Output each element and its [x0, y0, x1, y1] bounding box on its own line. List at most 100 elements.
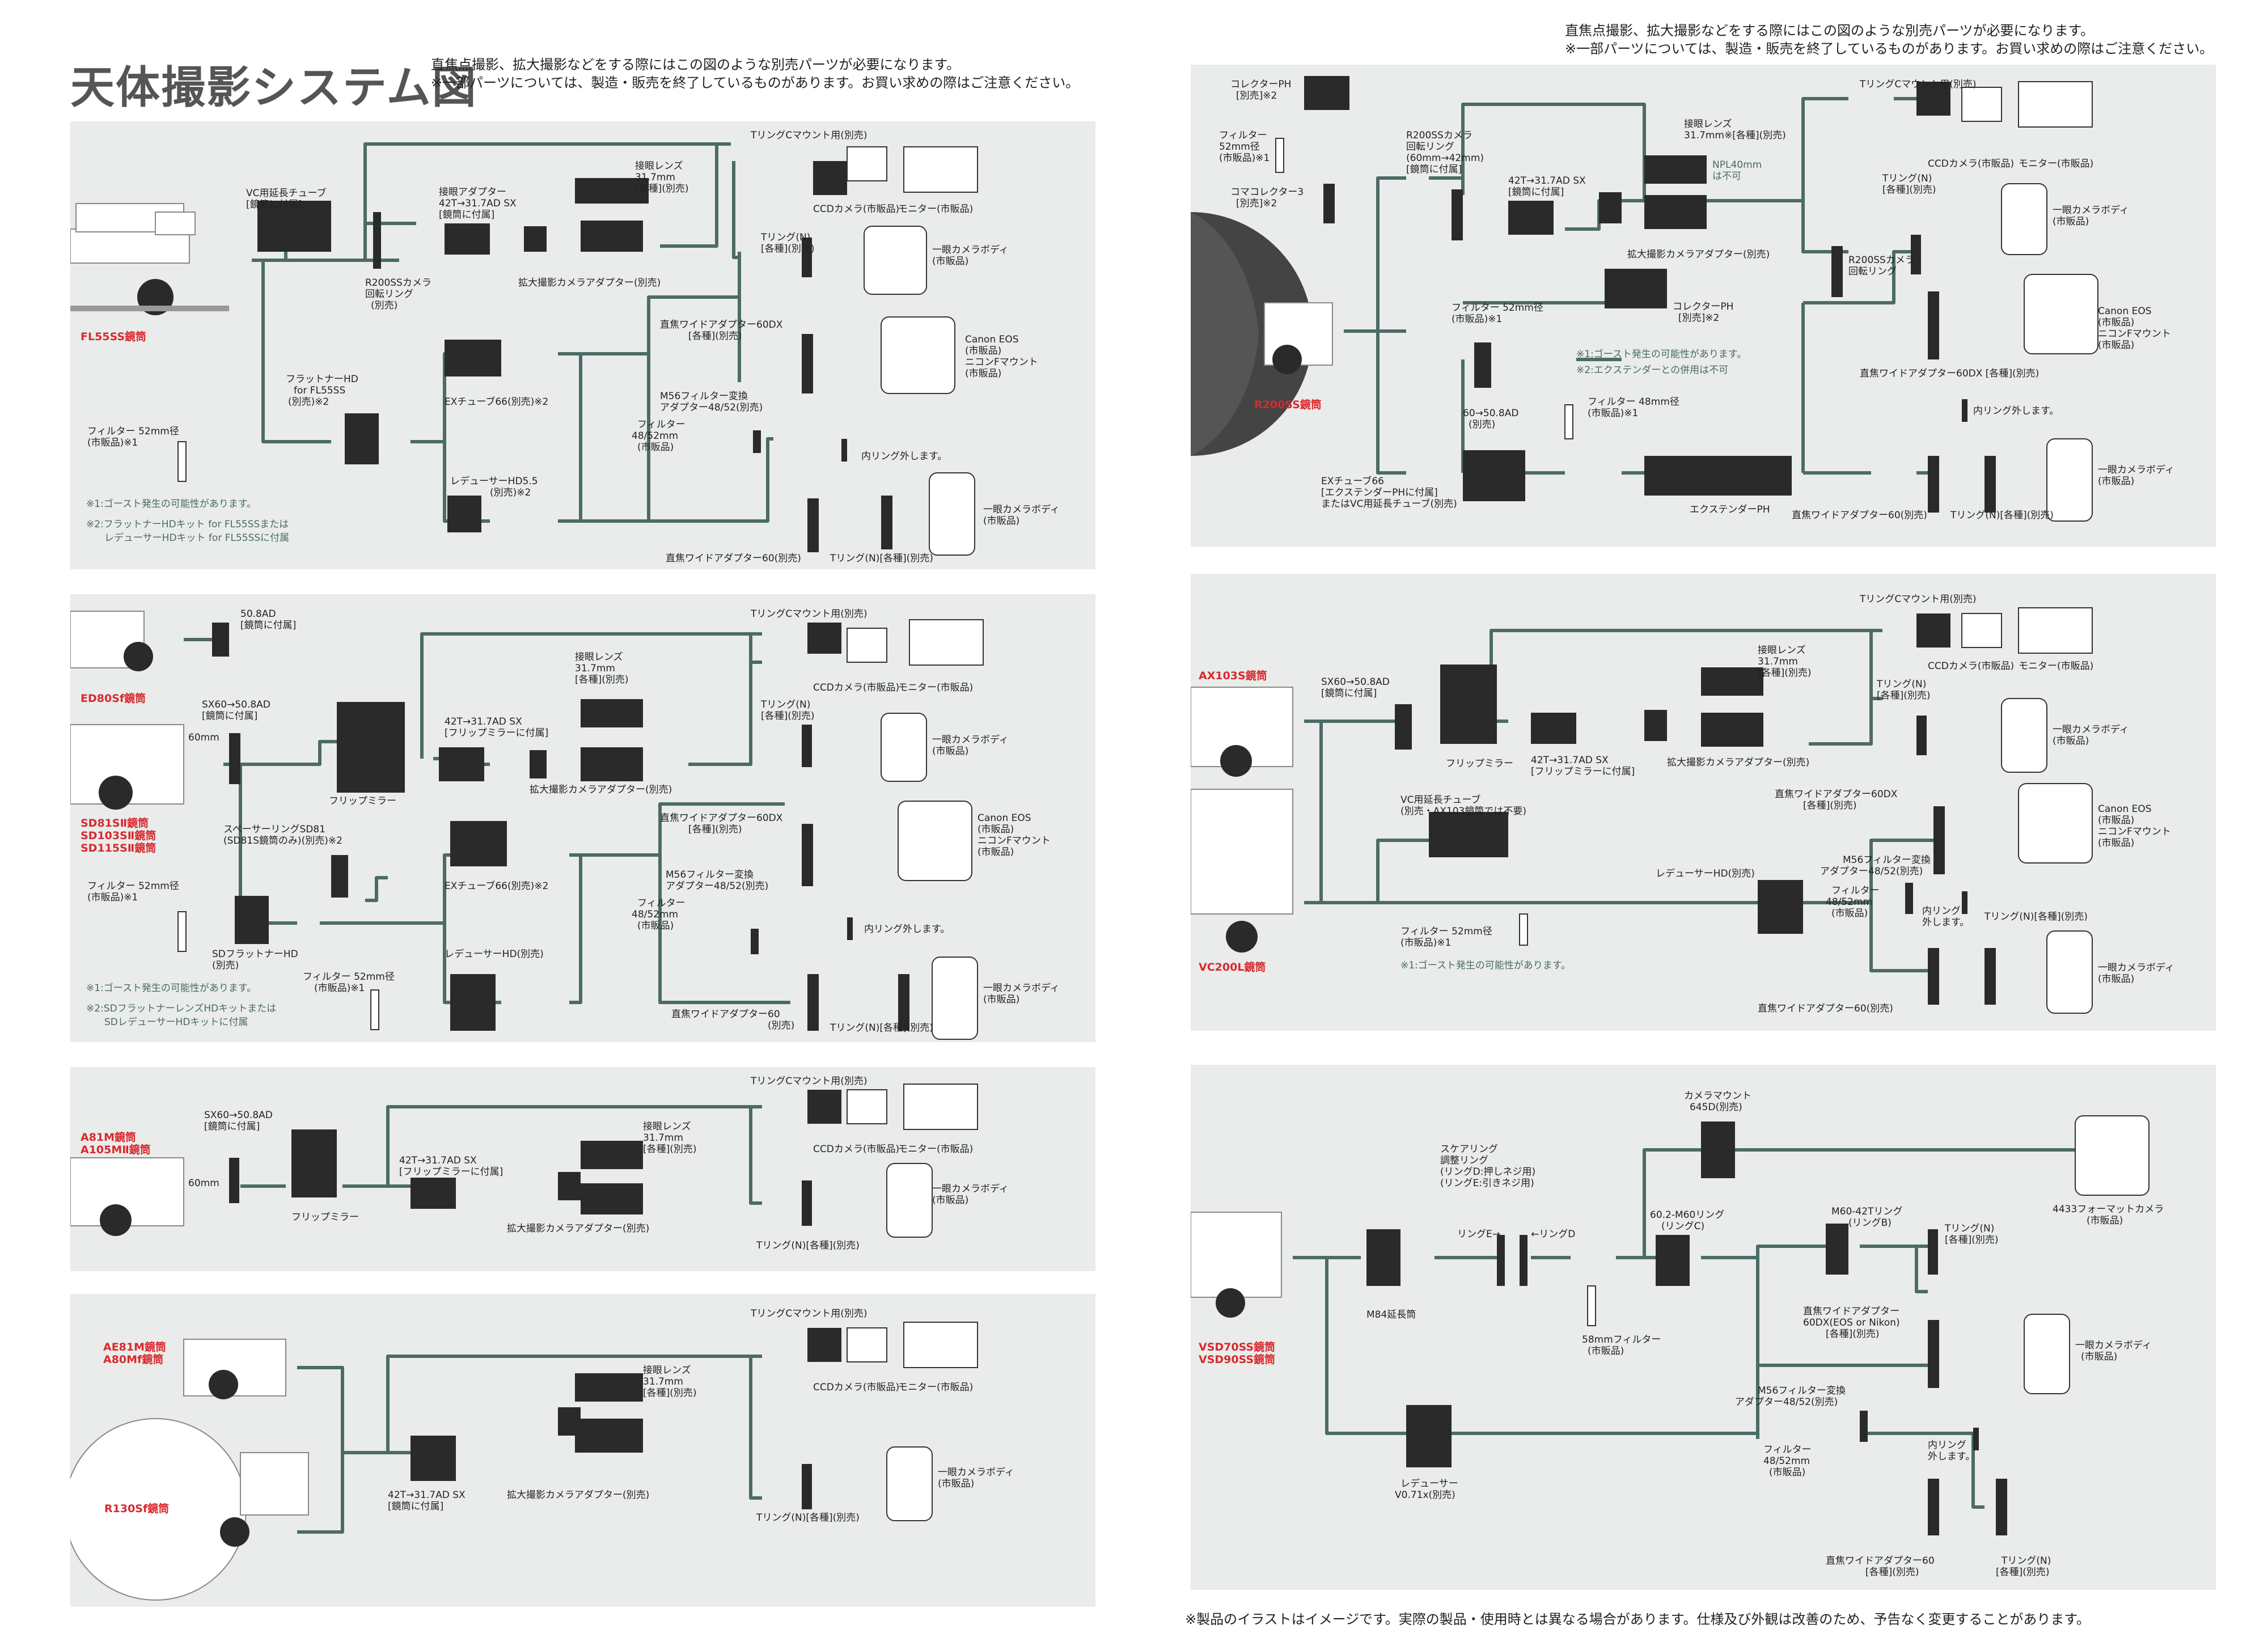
label-tring-n: [各種](別売) [1945, 1234, 1999, 1246]
label-tring-c: TリングCマウント用(別売) [750, 1308, 868, 1319]
diagram-panel-ed80sf: ED80Sf鏡筒 SD81SⅡ鏡筒 SD103SⅡ鏡筒 SD115SⅡ鏡筒 50… [70, 594, 1095, 1042]
label-ex66: EXチューブ66 [1321, 475, 1384, 487]
label-wide-60dx: [各種](別売) [688, 824, 742, 835]
header-note-line: 直焦点撮影、拡大撮影などをする際にはこの図のような別売パーツが必要になります。 [431, 57, 960, 73]
label-rotator: R200SSカメラ [1406, 130, 1472, 141]
diagram-panel-ax103s: AX103S鏡筒 VC200L鏡筒 SX60→50.8AD [鏡筒に付属] フリ… [1191, 574, 2216, 1031]
label-slr: 一眼カメラボディ [2075, 1339, 2152, 1351]
label-slr: (市販品) [2081, 1351, 2117, 1362]
ccd-camera-icon [1961, 87, 2002, 122]
slr-body-icon [881, 713, 927, 782]
label-wide-60: 直焦ワイドアダプター60 [671, 1009, 780, 1020]
label-wide-60: (別売) [768, 1020, 794, 1031]
label-collector-2: コレクターPH [1673, 301, 1733, 312]
tring-cmount [1916, 613, 1950, 648]
label-reducer: レデューサーHD(別売) [445, 948, 544, 960]
label-canon: (市販品) [2098, 837, 2134, 849]
a81m-telescope-illustration [70, 1157, 184, 1236]
label-canon: (市販品) [2098, 317, 2134, 328]
label-slr: (市販品) [2053, 216, 2089, 227]
sd-telescope-illustration [70, 724, 184, 810]
label-vc-tube: VC用延長チューブ [246, 187, 326, 199]
ccd-camera-icon [847, 1089, 887, 1124]
label-slr: 一眼カメラボディ [2053, 723, 2129, 735]
label-eyepiece: [各種](別売) [635, 183, 689, 194]
reducer-hd [450, 974, 496, 1031]
label-rotator: 回転リング [1406, 141, 1454, 153]
label-mag-adapter: 拡大撮影カメラアダプター(別売) [1667, 757, 1809, 768]
label-eyepiece: [各種](別売) [575, 674, 629, 685]
label-canon: Canon EOS [2098, 306, 2152, 317]
label-coma: [別売]※2 [1236, 198, 1277, 209]
label-mag-adapter: 拡大撮影カメラアダプター(別売) [507, 1489, 649, 1501]
ae81m-telescope-illustration [183, 1339, 286, 1399]
label-ad42: [鏡筒に付属] [1508, 187, 1564, 198]
footnote-2b: レデューサーHDキット for FL55SSに付属 [104, 532, 289, 544]
vc-extension-tube [257, 201, 331, 252]
label-sx60: SX60→50.8AD [204, 1110, 273, 1121]
label-filter-48: フィルター [637, 898, 686, 909]
telescope-label: SD81SⅡ鏡筒 [81, 816, 149, 830]
adapter-piece [1599, 192, 1622, 223]
footnote-2: ※2:エクステンダーとの併用は不可 [1576, 365, 1728, 376]
label-wide-60dx: 60DX(EOS or Nikon) [1803, 1317, 1900, 1328]
label-extender: エクステンダーPH [1690, 504, 1770, 515]
label-ring-b: M60-42Tリング [1831, 1206, 1902, 1217]
label-collector: コレクターPH [1230, 79, 1291, 90]
reducer-v071 [1406, 1405, 1452, 1467]
label-tring-n: Tリング(N) [1944, 1223, 1994, 1234]
label-flattener: for FL55SS [294, 385, 345, 396]
label-rotator: R200SSカメラ [365, 277, 431, 289]
label-ex66: EXチューブ66(別売)※2 [445, 396, 548, 408]
wide-adapter-60dx [1928, 291, 1939, 359]
ring-b [1826, 1224, 1848, 1275]
label-slr3: 一眼カメラボディ [983, 503, 1060, 515]
flip-mirror [337, 702, 405, 793]
fl55ss-telescope-illustration [70, 203, 229, 315]
flattener-hd [345, 413, 379, 464]
flip-mirror [291, 1129, 337, 1197]
label-ccd: CCDカメラ(市販品) [813, 1382, 899, 1393]
coma-corrector-3 [1323, 184, 1335, 223]
header-note-right: 直焦点撮影、拡大撮影などをする際にはこの図のような別売パーツが必要になります。 … [1565, 22, 2213, 58]
r130sf-telescope-illustration [70, 1418, 309, 1601]
label-slr3: 一眼カメラボディ [2098, 962, 2174, 974]
label-filter-48: フィルター [1831, 885, 1880, 896]
label-tring-n3: Tリング(N)[各種](別売) [1950, 510, 2054, 521]
label-canon: (市販品) [965, 345, 1001, 357]
telescope-label: R130Sf鏡筒 [104, 1502, 169, 1515]
label-filter-48: 48/52mm [632, 909, 678, 920]
label-rotator: (60mm→42mm) [1406, 153, 1484, 164]
label-inner-ring: 内リング外します。 [861, 451, 947, 462]
diagram-panel-r200ss: R200SS鏡筒 コレクターPH [別売]※2 フィルター 52mm径 (市販品… [1191, 65, 2216, 547]
r200ss-telescope-illustration [1191, 212, 1333, 456]
magnification-adapter [1701, 713, 1763, 747]
reducer-hd [1758, 880, 1803, 934]
tring-n-part [802, 725, 812, 767]
filter-52mm-icon [177, 911, 187, 952]
label-rotator-2: R200SSカメラ [1848, 255, 1915, 266]
label-rotator-2: 回転リング [1848, 266, 1897, 277]
label-ad60: 60→50.8AD [1463, 408, 1518, 419]
rotator-ring [1452, 189, 1463, 240]
adapter-piece [1644, 710, 1667, 741]
label-slr3: (市販品) [2098, 476, 2134, 487]
label-filter-52: (市販品)※1 [1400, 937, 1451, 949]
label-ring-d: ←リングD [1531, 1229, 1575, 1240]
label-sx60: [鏡筒に付属] [202, 710, 257, 722]
label-eyepiece: [各種](別売) [1758, 667, 1812, 679]
wide-adapter-60 [1928, 948, 1939, 1005]
eyepiece-adapter [445, 223, 490, 255]
label-eyepiece: 接眼レンズ [643, 1365, 691, 1376]
label-wide-60: 直焦ワイドアダプター60(別売) [1758, 1003, 1893, 1014]
reducer-hd55 [447, 496, 481, 532]
label-ring-c: (リングC) [1661, 1221, 1704, 1232]
wide-adapter-60 [1928, 456, 1939, 513]
slr-body-icon [2001, 183, 2047, 255]
m84-extension-tube [1366, 1229, 1400, 1286]
label-vc-tube: VC用延長チューブ [1400, 794, 1480, 806]
label-ccd: CCDカメラ(市販品) [813, 1144, 899, 1155]
label-ccd: CCDカメラ(市販品) [813, 204, 899, 215]
diagram-panel-ae81m: AE81M鏡筒 A80Mf鏡筒 R130Sf鏡筒 42T→31.7AD SX [… [70, 1294, 1095, 1607]
slr-body-icon [2024, 1314, 2070, 1394]
